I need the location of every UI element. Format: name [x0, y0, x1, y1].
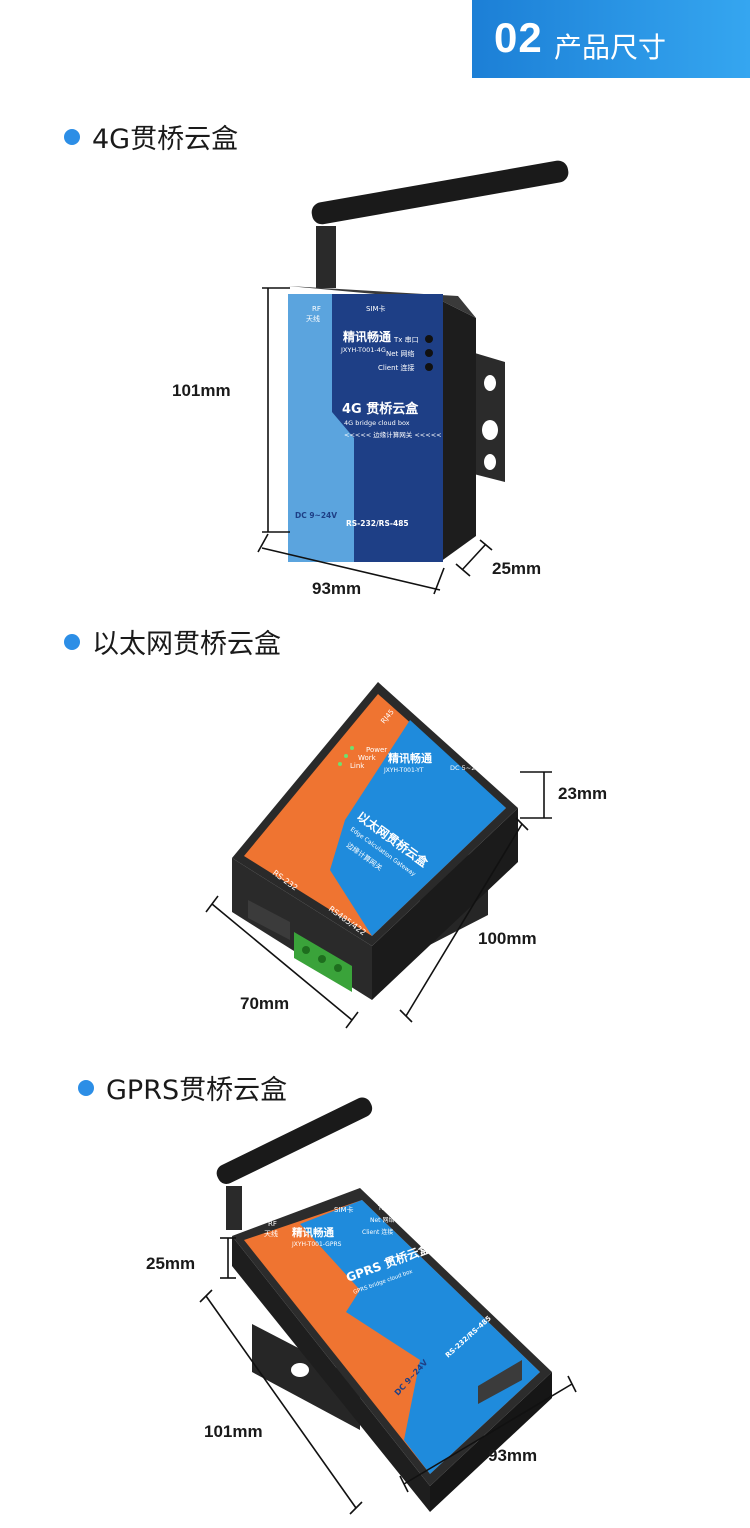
section-title-text: 以太网贯桥云盒 [92, 629, 281, 660]
device-4g-antenna-label: 天线 [306, 314, 320, 323]
device-ethernet-image: RJ45 Power Work Link 精讯畅通 JXYH-T001-YT D… [205, 682, 552, 1029]
dim-gprs-width: 93mm [488, 1446, 538, 1465]
dim-gprs-height: 25mm [146, 1254, 196, 1273]
antenna-icon [311, 160, 569, 288]
device-4g-rf-label: RF [312, 305, 321, 313]
banner-number: 02 [494, 14, 543, 61]
dim-eth-width: 70mm [240, 994, 290, 1013]
device-4g-led-1: Tx 串口 [393, 336, 419, 344]
device-gprs-antenna-label: 天线 [264, 1229, 278, 1238]
dimension-lines [205, 771, 552, 1029]
device-4g-model: JXYH-T001-4G [340, 346, 386, 354]
device-4g-name-en: 4G bridge cloud box [344, 419, 410, 427]
dim-4g-height: 101mm [172, 381, 231, 400]
dim-gprs-depth: 101mm [204, 1422, 263, 1441]
device-4g-subtitle: <<<<< 边缘计算网关 <<<<< [344, 430, 442, 439]
section-title-4g: 4G贯桥云盒 [64, 117, 238, 156]
device-eth-led-2: Work [358, 754, 377, 762]
device-4g-sim-label: SIM卡 [366, 304, 386, 313]
device-4g-name: 4G 贯桥云盒 [342, 401, 419, 417]
device-eth-led-3: Link [350, 762, 365, 770]
device-gprs-image: RF 天线 SIM卡 精讯畅通 JXYH-T001-GPRS Tx 串口 Net… [199, 1097, 577, 1515]
device-gprs-rf-label: RF [268, 1220, 277, 1228]
dimension-lines [257, 287, 493, 595]
device-4g-led-2: Net 网络 [386, 349, 415, 358]
device-eth-led-1: Power [366, 746, 387, 754]
device-gprs-led-1: Tx 串口 [377, 1204, 399, 1212]
device-4g-port-label: RS-232/RS-485 [346, 519, 409, 528]
device-4g-image: RF 天线 SIM卡 精讯畅通 JXYH-T001-4G Tx 串口 Net 网… [257, 160, 569, 595]
device-eth-power: DC 5~24V [450, 764, 484, 772]
section-title-ethernet: 以太网贯桥云盒 [64, 622, 281, 661]
device-gprs-led-2: Net 网络 [370, 1216, 394, 1224]
device-eth-model: JXYH-T001-YT [383, 767, 424, 774]
bullet-dot-icon [64, 633, 80, 650]
dim-4g-depth: 25mm [492, 559, 542, 578]
device-gprs-model: JXYH-T001-GPRS [291, 1241, 342, 1248]
section-title-gprs: GPRS贯桥云盒 [78, 1068, 287, 1107]
bullet-dot-icon [78, 1079, 94, 1096]
dim-4g-width: 93mm [312, 579, 362, 598]
device-4g-brand: 精讯畅通 [343, 329, 391, 344]
section-title-text: 4G贯桥云盒 [92, 124, 239, 155]
dim-eth-depth: 100mm [478, 929, 537, 948]
section-banner: 02 产品尺寸 [472, 0, 750, 78]
device-4g-power-label: DC 9~24V [295, 511, 337, 520]
device-gprs-sim-label: SIM卡 [334, 1205, 354, 1214]
dim-eth-height: 23mm [558, 784, 608, 803]
bullet-dot-icon [64, 128, 80, 145]
device-4g-led-3: Client 连接 [378, 363, 415, 372]
device-eth-brand: 精讯畅通 [388, 751, 432, 765]
banner-title: 产品尺寸 [554, 31, 667, 64]
dimension-lines [199, 1237, 577, 1515]
section-title-text: GPRS贯桥云盒 [106, 1075, 288, 1106]
device-gprs-led-3: Client 连接 [362, 1228, 393, 1236]
device-gprs-brand: 精讯畅通 [292, 1226, 334, 1239]
